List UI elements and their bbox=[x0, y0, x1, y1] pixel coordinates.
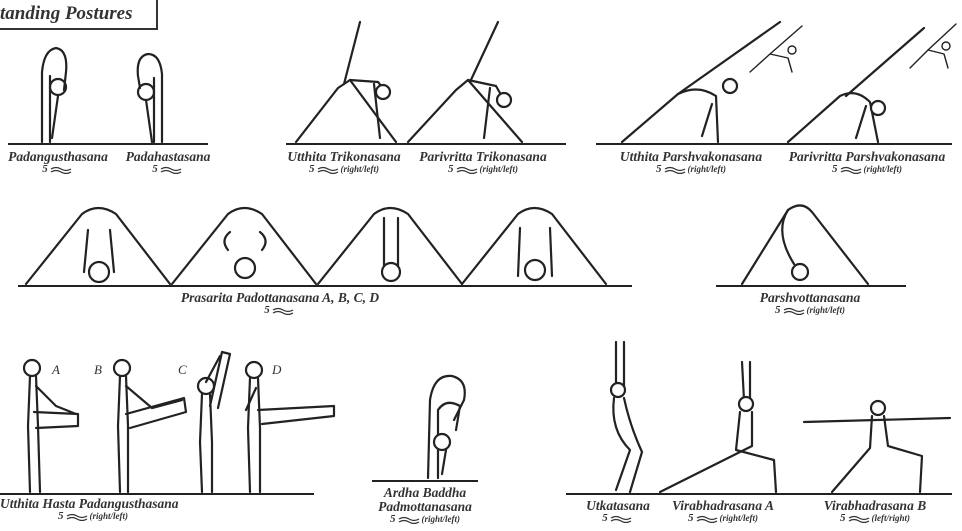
ardha-baddha-padmottanasana-figure bbox=[406, 370, 478, 480]
padangusthasana-figure bbox=[28, 42, 78, 144]
ground-line bbox=[372, 480, 478, 482]
utthita-hasta-c-figure bbox=[186, 346, 236, 494]
pose-label: Ardha Baddha Padmottanasana 5(right/left… bbox=[360, 486, 490, 526]
pose-label: Padahastasana 5 bbox=[118, 150, 218, 176]
pose-label: Utthita Hasta Padangusthasana 5(right/le… bbox=[0, 497, 170, 523]
breath-wave-icon bbox=[317, 166, 339, 174]
utthita-hasta-b-figure bbox=[92, 356, 192, 494]
breath-wave-icon bbox=[783, 307, 805, 315]
breath-wave-icon bbox=[610, 515, 632, 523]
utkatasana-figure bbox=[594, 340, 654, 494]
prasarita-padottanasana-c-figure bbox=[316, 202, 466, 286]
breath-wave-icon bbox=[66, 513, 88, 521]
pose-label: Parivritta Parshvakonasana 5(right/left) bbox=[774, 150, 960, 176]
breath-wave-icon bbox=[840, 166, 862, 174]
pose-label: Virabhadrasana A 5(right/left) bbox=[658, 499, 788, 525]
breath-wave-icon bbox=[160, 166, 182, 174]
pose-label: Parivritta Trikonasana 5(right/left) bbox=[408, 150, 558, 176]
pose-label: Utkatasana 5 bbox=[578, 499, 658, 525]
parivritta-parshvakonasana-inset-figure bbox=[908, 18, 960, 72]
breath-wave-icon bbox=[664, 166, 686, 174]
pose-label: Parshvottanasana 5(right/left) bbox=[730, 291, 890, 317]
breath-wave-icon bbox=[848, 515, 870, 523]
pose-label: Utthita Trikonasana 5(right/left) bbox=[278, 150, 410, 176]
padahastasana-figure bbox=[128, 48, 178, 144]
section-title: tanding Postures bbox=[0, 3, 133, 25]
pose-label: Utthita Parshvakonasana 5(right/left) bbox=[606, 150, 776, 176]
breath-wave-icon bbox=[696, 515, 718, 523]
prasarita-padottanasana-d-figure bbox=[460, 202, 610, 286]
breath-wave-icon bbox=[456, 166, 478, 174]
breath-wave-icon bbox=[398, 516, 420, 524]
prasarita-padottanasana-b-figure bbox=[170, 202, 320, 286]
pose-label: Padangusthasana 5 bbox=[8, 150, 108, 176]
pose-label: Prasarita Padottanasana A, B, C, D 5 bbox=[160, 291, 400, 317]
section-title-box: tanding Postures bbox=[0, 0, 158, 30]
pose-label: Virabhadrasana B 5(left/right) bbox=[810, 499, 940, 525]
utthita-hasta-d-figure bbox=[230, 356, 340, 494]
parshvottanasana-figure bbox=[736, 202, 876, 286]
virabhadrasana-b-figure bbox=[802, 398, 952, 494]
breath-wave-icon bbox=[272, 307, 294, 315]
utthita-trikonasana-figure bbox=[288, 14, 408, 144]
virabhadrasana-a-figure bbox=[656, 360, 796, 494]
utthita-hasta-a-figure bbox=[6, 356, 86, 494]
parivritta-trikonasana-figure bbox=[400, 14, 530, 144]
breath-wave-icon bbox=[50, 166, 72, 174]
prasarita-padottanasana-a-figure bbox=[24, 202, 174, 286]
